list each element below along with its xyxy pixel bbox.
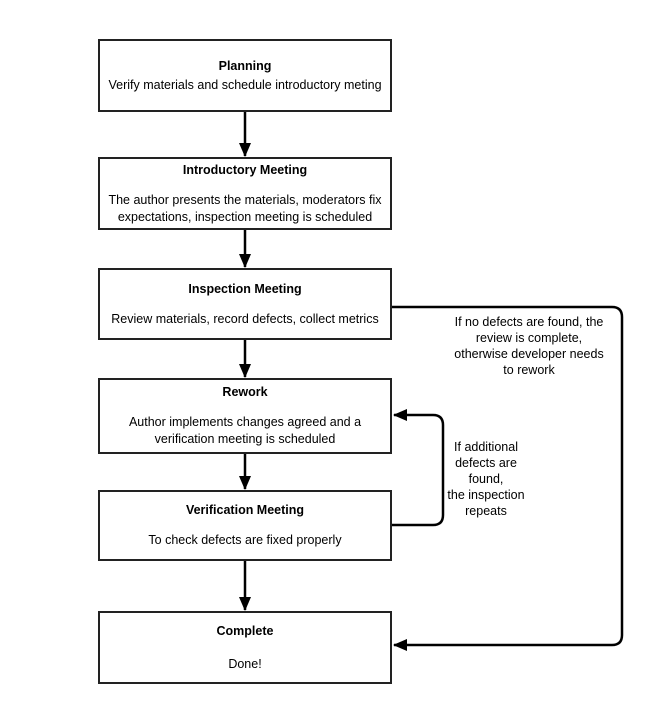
node-body-verification-meeting: To check defects are fixed properly [148,533,342,547]
node-title-verification-meeting: Verification Meeting [185,503,305,517]
flowchart-node-verification-meeting: Verification Meeting To check defects ar… [98,490,392,561]
flowchart-node-inspection-meeting: Inspection Meeting Review materials, rec… [98,268,392,340]
node-body-planning: Verify materials and schedule introducto… [108,77,382,92]
node-body-introductory-meeting: The author presents the materials, moder… [108,192,382,224]
flowchart-node-rework: Rework Author implements changes agreed … [98,378,392,454]
node-title-rework: Rework [222,385,268,399]
annotation-additional-defects: If additional defects are found, the ins… [447,440,525,518]
node-body-rework: Author implements changes agreed and a v… [128,415,362,446]
node-body-inspection-meeting: Review materials, record defects, collec… [111,311,379,326]
flowchart-node-complete: Complete Done! [98,611,392,684]
node-title-planning: Planning [218,58,272,73]
node-body-complete: Done! [228,656,262,671]
flowchart-node-planning: Planning Verify materials and schedule i… [98,39,392,112]
flowchart-node-introductory-meeting: Introductory Meeting The author presents… [98,157,392,230]
node-title-inspection-meeting: Inspection Meeting [188,281,302,296]
node-title-introductory-meeting: Introductory Meeting [182,162,308,177]
node-title-complete: Complete [216,623,274,638]
annotation-no-defects: If no defects are found, the review is c… [454,315,604,377]
